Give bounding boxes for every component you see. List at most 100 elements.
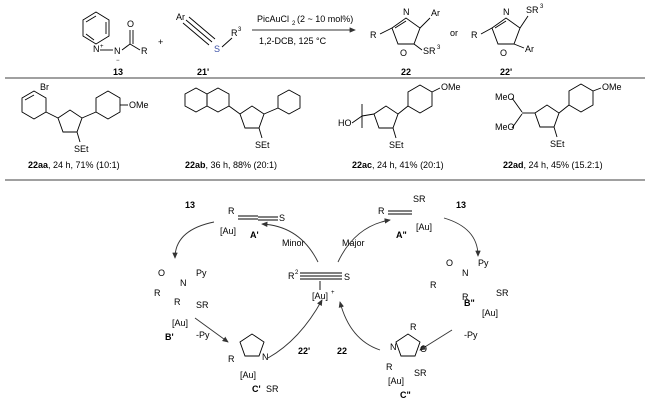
center-r2-sup: 2 (295, 270, 299, 276)
carbonyl-o: O (127, 19, 134, 29)
prod2-r: R (471, 30, 478, 40)
catalytic-cycle: R 2 S [Au] + R S [Au] A' R SR [A (154, 194, 509, 400)
prod1-sr3: SR (423, 46, 436, 56)
c1-r2: R (228, 354, 235, 364)
intermediate-b1: O N Py R R SR [Au] B' (154, 268, 209, 342)
c2-sr3: SR (414, 368, 427, 378)
ex-22ac-ho: HO (338, 118, 352, 128)
ex-22ac-set: SEt (389, 140, 404, 150)
intermediate-c1: R [Au] N SR C' (228, 333, 279, 394)
ex-22ab-set: SEt (255, 140, 270, 150)
center-s: S (344, 272, 350, 282)
prod1-ar: Ar (431, 8, 440, 18)
c2-r: R (410, 322, 417, 332)
cycle-prod-22: 22 (337, 346, 347, 356)
b1-o: O (158, 268, 165, 278)
example-22ac: HO OMe SEt 22ac, 24 h, 41% (20:1) (338, 82, 461, 170)
prod2-o: O (500, 48, 507, 58)
a2-r2: R (378, 206, 385, 216)
b2-o: O (446, 258, 453, 268)
c2-n: N (390, 342, 397, 352)
prod2-sr3: SR (526, 5, 539, 15)
arrow-to-a1 (261, 221, 319, 263)
c1-n: N (262, 352, 269, 362)
a2-label: A" (396, 230, 407, 240)
sm1-label: 13 (113, 67, 123, 77)
b1-py: Py (196, 268, 207, 278)
a1-au: [Au] (220, 226, 236, 236)
example-22ab: SEt 22ab, 36 h, 88% (20:1) (184, 87, 301, 170)
ex-22aa-ome: OMe (129, 100, 149, 110)
b1-label: B' (165, 332, 174, 342)
py-loss-right: -Py (464, 330, 478, 340)
b1-n: N (180, 278, 187, 288)
a1-s: S (279, 213, 285, 223)
catalyst-sub: 2 (292, 21, 296, 27)
py-loss-left: -Py (196, 330, 210, 340)
product-22p-oxazole (491, 17, 521, 45)
ex-22aa-br: Br (40, 82, 49, 92)
b2-n: N (462, 268, 469, 278)
arrow-c2-to-center (338, 301, 381, 351)
or-text: or (450, 28, 458, 38)
alkyne-ar: Ar (176, 12, 185, 22)
product-22-oxazole (391, 17, 421, 45)
product-22p-label: 22' (500, 67, 512, 77)
ex-22ab-caption: 22ab, 36 h, 88% (20:1) (185, 160, 277, 170)
intermediate-a1: R S [Au] A' (220, 206, 285, 240)
b2-r: R (430, 280, 437, 290)
a1-label: A' (250, 230, 259, 240)
reagent-13-right: 13 (456, 200, 466, 210)
b1-au: [Au] (172, 318, 188, 328)
alkyne-r3: R (231, 28, 238, 38)
prod2-ar: Ar (525, 44, 534, 54)
sm1-r-group: R (141, 46, 148, 56)
example-22ad: MeO MeO OMe SEt 22ad, 24 h, 45% (15.2:1) (495, 82, 622, 170)
pyridinium-ring (82, 11, 110, 45)
catalyst: PicAuCl (257, 14, 289, 24)
plus-sign: + (158, 37, 163, 47)
alkyne-r3-sup: 3 (238, 27, 242, 33)
b2-r2: R (462, 292, 469, 302)
arrow-to-a2 (337, 218, 391, 263)
sm2-label: 21' (197, 67, 209, 77)
center-au-plus: + (331, 290, 335, 296)
ex-22ad-set: SEt (550, 139, 565, 149)
center-r2: R (288, 271, 295, 281)
prod1-n: N (403, 7, 410, 17)
arrow-c1-to-center (267, 299, 323, 359)
reagent-13-left: 13 (185, 200, 195, 210)
b2-sr3: SR (496, 288, 509, 298)
a1-r2: R (228, 206, 235, 216)
c2-o: O (420, 344, 427, 354)
c1-sr3: SR (266, 384, 279, 394)
prod2-n: N (503, 7, 510, 17)
arrow-a1-to-b1 (172, 221, 215, 259)
top-reaction: N + N − O R 13 + Ar S R 3 21' PicAuCl 2 … (82, 4, 544, 77)
example-22aa: Br OMe SEt 22aa, 24 h, 71% (10:1) (21, 82, 149, 170)
b1-r2: R (174, 297, 181, 307)
prod1-o: O (400, 48, 407, 58)
catalyst-loading: (2 ~ 10 mol%) (297, 14, 353, 24)
intermediate-c2: N O R R SR [Au] C" (386, 322, 427, 400)
prod2-sr3-sup: 3 (540, 4, 544, 10)
b2-label: B" (464, 298, 475, 308)
ex-22aa-set: SEt (74, 144, 89, 154)
alkyne-s: S (214, 44, 220, 54)
ex-22ad-meo-2: MeO (495, 122, 515, 132)
ex-22aa-caption: 22aa, 24 h, 71% (10:1) (28, 160, 120, 170)
c2-au: [Au] (388, 376, 404, 386)
major-label: Major (342, 238, 365, 248)
product-22-label: 22 (401, 67, 411, 77)
conditions: 1,2-DCB, 125 °C (259, 36, 327, 46)
ex-22ad-meo-1: MeO (495, 92, 515, 102)
a2-sr3: SR (413, 194, 426, 204)
ex-22ad-ome: OMe (602, 82, 622, 92)
intermediate-a2: R SR [Au] A" (378, 194, 432, 240)
minor-label: Minor (282, 238, 305, 248)
pyridinium-n: N (93, 44, 100, 54)
b1-r: R (154, 288, 161, 298)
c1-label: C' (252, 384, 261, 394)
n-minus-charge: − (116, 58, 120, 64)
b1-sr3: SR (196, 300, 209, 310)
